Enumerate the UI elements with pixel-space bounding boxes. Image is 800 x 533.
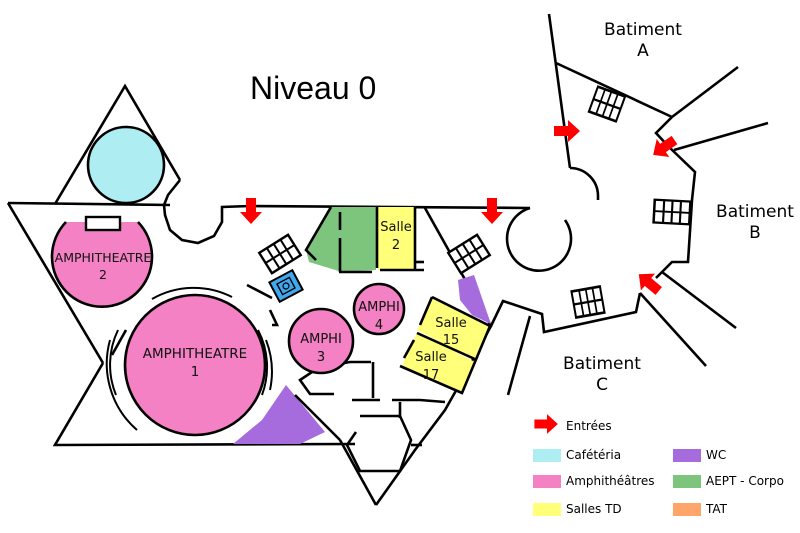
amphi2-label-num: 2	[99, 267, 107, 282]
legend-tat-label: TAT	[706, 502, 728, 516]
legend-amphitheatres: Amphithéâtres	[533, 474, 655, 488]
salle-15[interactable]	[417, 297, 490, 360]
entrance-arrow	[481, 198, 503, 224]
building-c-label: Batiment C	[542, 354, 662, 396]
cafeteria-zone	[53, 83, 182, 205]
building-b-name: Batiment	[716, 202, 794, 222]
amphi4-label-num: 4	[375, 318, 383, 333]
building-b-letter: B	[749, 223, 761, 243]
entrance-arrow	[631, 265, 666, 300]
salle2-label: Salle	[380, 220, 411, 235]
salle-17[interactable]	[402, 332, 475, 392]
building-a-label: Batiment A	[583, 20, 703, 62]
stairs-icon	[447, 233, 491, 275]
amphi-3[interactable]	[287, 307, 355, 375]
amphi1-label-num: 1	[191, 364, 200, 380]
legend-wc: WC	[673, 448, 726, 462]
amphitheatre-1[interactable]	[105, 286, 273, 437]
legend-amphitheatres-label: Amphithéâtres	[566, 474, 655, 488]
aept-corpo[interactable]	[342, 207, 376, 272]
cafeteria-swatch	[533, 448, 561, 462]
building-c-letter: C	[596, 375, 608, 395]
stairs-icon	[258, 233, 302, 275]
legend-cafeteria: Cafétéria	[533, 448, 621, 462]
page-title: Niveau 0	[250, 70, 377, 106]
amphitheatres-swatch	[533, 474, 561, 488]
wc-area[interactable]	[233, 385, 325, 444]
salle2-label-num: 2	[392, 238, 400, 253]
entrance-arrow	[646, 130, 681, 164]
legend-cafeteria-label: Cafétéria	[566, 448, 622, 462]
legend-aept: AEPT - Corpo	[673, 474, 784, 488]
building-b-label: Batiment B	[695, 202, 800, 244]
legend-tat: TAT	[673, 502, 727, 516]
building-a-name: Batiment	[604, 20, 682, 40]
amphi1-label: AMPHITHEATRE	[143, 346, 247, 362]
salle17-label: Salle	[415, 350, 446, 365]
aept-swatch	[673, 474, 701, 488]
legend-entrees: Entrées	[566, 419, 612, 433]
stairs-icon	[652, 198, 692, 226]
salle15-label-num: 15	[443, 333, 460, 348]
accessible-elevator-icon	[268, 268, 304, 304]
building-c-name: Batiment	[563, 354, 641, 374]
tat-swatch	[673, 502, 701, 516]
amphi3-label-num: 3	[317, 350, 325, 365]
amphi4-label: AMPHI	[358, 300, 400, 315]
stairs-icon	[570, 285, 606, 319]
building-a-letter: A	[637, 41, 649, 61]
cafeteria[interactable]	[86, 125, 166, 205]
salle-2[interactable]	[378, 207, 414, 270]
salles-td-swatch	[533, 502, 561, 516]
legend-salles-td: Salles TD	[533, 502, 622, 516]
salle15-label: Salle	[435, 316, 466, 331]
legend-wc-label: WC	[706, 448, 727, 462]
entrance-arrow	[240, 198, 262, 224]
legend-entrance-arrow-icon	[534, 414, 558, 434]
amphi-4[interactable]	[352, 282, 406, 336]
legend-entrees-label: Entrées	[566, 419, 612, 433]
wc-area-2[interactable]	[458, 275, 491, 324]
amphi3-label: AMPHI	[300, 332, 342, 347]
legend-aept-label: AEPT - Corpo	[706, 474, 784, 488]
legend-salles-td-label: Salles TD	[566, 502, 622, 516]
salle17-label-num: 17	[423, 368, 440, 383]
wc-swatch	[673, 448, 701, 462]
amphi2-label: AMPHITHEATRE	[55, 250, 152, 265]
amphitheatre-2[interactable]	[50, 215, 154, 308]
